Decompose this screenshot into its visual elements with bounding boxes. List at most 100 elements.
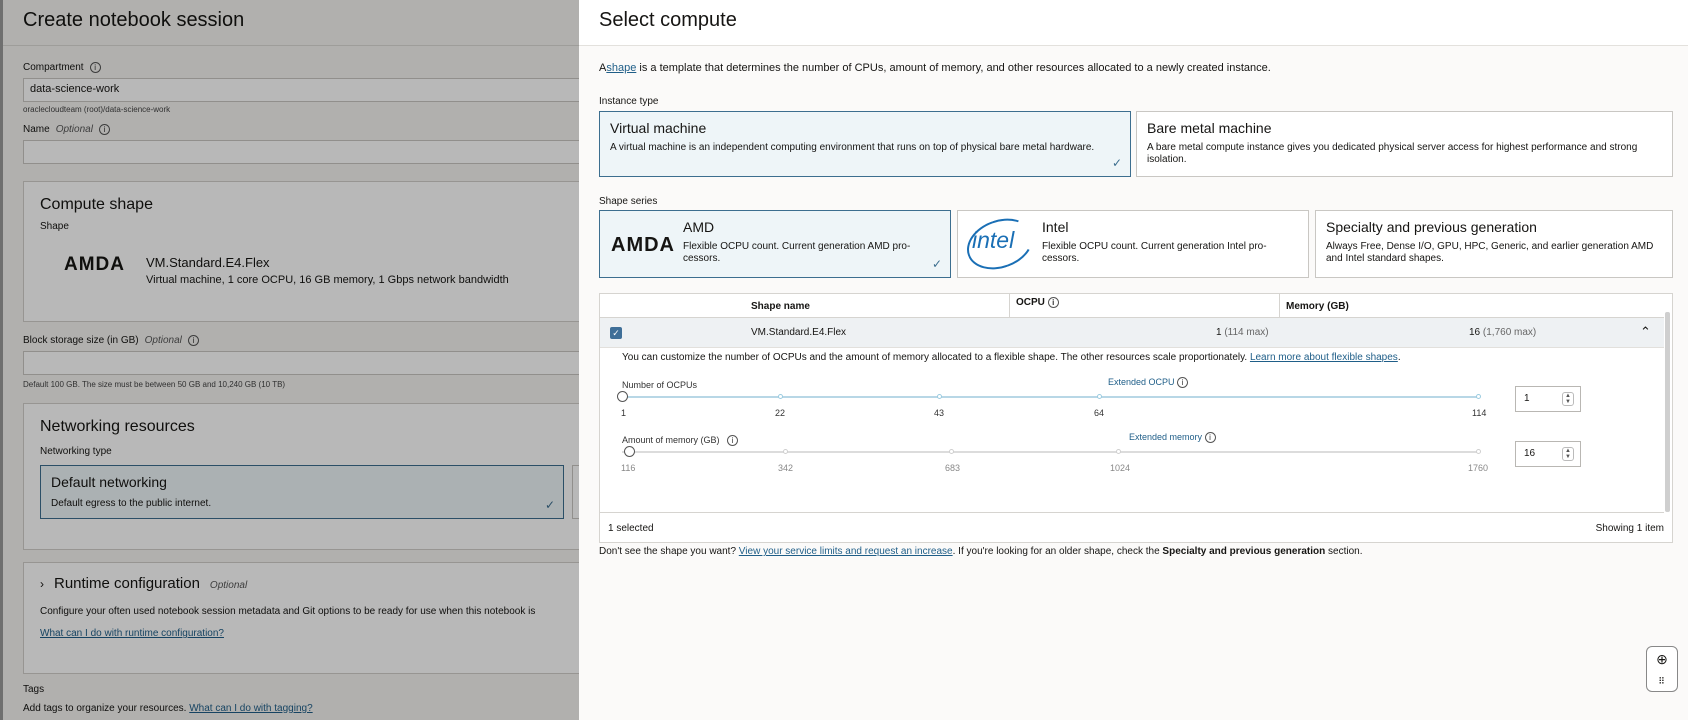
slider-tick — [1476, 449, 1481, 454]
flexible-shapes-link[interactable]: Learn more about flexible shapes — [1249, 352, 1398, 363]
ocpu-tick-label: 114 — [1472, 408, 1487, 418]
amd-series-option[interactable]: AMDA AMD Flexible OCPU count. Current ge… — [599, 210, 951, 278]
table-row[interactable]: ✓ VM.Standard.E4.Flex 1 (114 max) 16 (1,… — [600, 318, 1664, 348]
slider-tick — [1116, 449, 1121, 454]
amd-logo: AMDA — [64, 254, 125, 275]
col-shape-name[interactable]: Shape name — [600, 294, 1010, 318]
info-icon[interactable]: i — [727, 435, 739, 446]
block-storage-input[interactable] — [23, 351, 579, 375]
info-icon[interactable]: i — [1204, 432, 1216, 443]
stepper-icon[interactable]: ▲▼ — [1562, 392, 1574, 406]
select-compute-drawer: Select compute Ashape is a template that… — [579, 0, 1688, 720]
virtual-machine-option[interactable]: Virtual machine A virtual machine is an … — [599, 111, 1131, 177]
ocpu-tick-label: 1 — [621, 408, 627, 418]
compute-shape-card: Compute shape Shape AMDA VM.Standard.E4.… — [23, 181, 579, 322]
memory-slider-label: Amount of memory (GB) i — [622, 435, 739, 446]
memory-slider-track[interactable] — [622, 451, 1480, 453]
drawer-header: Select compute — [579, 0, 1688, 46]
memory-tick-label: 116 — [621, 463, 636, 473]
help-widget[interactable]: ⊕ ⠿ — [1646, 646, 1678, 692]
shape-label: Shape — [40, 221, 69, 232]
modal-overlay[interactable] — [0, 0, 579, 720]
specialty-series-option[interactable]: Specialty and previous generation Always… — [1315, 210, 1673, 278]
block-storage-label: Block storage size (in GB) Optional i — [23, 335, 579, 346]
check-icon: ✓ — [931, 257, 942, 271]
panel-header: Create notebook session — [3, 0, 579, 46]
info-icon[interactable]: i — [98, 124, 110, 135]
slider-tick — [1476, 394, 1481, 399]
intel-series-option[interactable]: intel Intel Flexible OCPU count. Current… — [957, 209, 1309, 279]
check-icon: ✓ — [544, 498, 555, 512]
instance-type-label: Instance type — [599, 96, 659, 107]
ocpu-tick-label: 22 — [775, 408, 786, 418]
table-scrollbar[interactable] — [1665, 312, 1670, 512]
shape-description: Virtual machine, 1 core OCPU, 16 GB memo… — [146, 274, 509, 286]
ocpu-slider-track[interactable] — [622, 396, 1480, 398]
tags-description: Add tags to organize your resources. — [23, 703, 187, 714]
amd-logo: AMDA — [611, 234, 675, 256]
compartment-label: Compartment i — [23, 62, 579, 73]
service-limits-note: Don't see the shape you want? View your … — [599, 546, 1363, 557]
table-footer: 1 selected Showing 1 item — [600, 512, 1664, 542]
row-memory: 16 (1,760 max) — [1469, 327, 1537, 338]
drawer-title: Select compute — [599, 9, 737, 31]
ocpu-slider-thumb[interactable] — [617, 391, 628, 402]
row-ocpu: 1 (114 max) — [1216, 327, 1269, 338]
ocpu-tick-label: 43 — [934, 408, 945, 418]
runtime-help-link[interactable]: What can I do with runtime configuration… — [40, 628, 224, 639]
memory-tick-label: 683 — [945, 463, 961, 473]
col-ocpu[interactable]: OCPU i — [1010, 294, 1280, 318]
default-networking-option[interactable]: Default networking Default egress to the… — [40, 465, 564, 519]
shape-series-label: Shape series — [599, 196, 658, 207]
compartment-path: oraclecloudteam (root)/data-science-work — [23, 105, 171, 114]
chevron-right-icon[interactable]: › — [40, 577, 44, 591]
row-checkbox[interactable]: ✓ — [610, 327, 622, 339]
memory-slider-thumb[interactable] — [624, 446, 635, 457]
col-memory[interactable]: Memory (GB) — [1280, 294, 1664, 318]
networking-card: Networking resources Networking type Def… — [23, 403, 579, 550]
selected-count: 1 selected — [608, 523, 654, 534]
ocpu-number-input[interactable]: 1 ▲▼ — [1515, 386, 1581, 412]
service-limits-link[interactable]: View your service limits and request an … — [738, 546, 953, 557]
stepper-icon[interactable]: ▲▼ — [1562, 447, 1574, 461]
networking-type-label: Networking type — [40, 446, 112, 457]
tags-label: Tags — [23, 684, 45, 695]
chevron-up-icon[interactable]: ⌃ — [1640, 324, 1651, 339]
shape-name: VM.Standard.E4.Flex — [146, 255, 270, 270]
slider-tick — [1097, 394, 1102, 399]
memory-tick-label: 342 — [778, 463, 794, 473]
compartment-select[interactable]: data-science-work — [23, 78, 579, 102]
memory-tick-label: 1760 — [1468, 463, 1489, 473]
networking-title: Networking resources — [40, 418, 195, 435]
bare-metal-option[interactable]: Bare metal machine A bare metal compute … — [1136, 111, 1673, 177]
slider-tick — [937, 394, 942, 399]
slider-tick — [783, 449, 788, 454]
extended-memory-label: Extended memory i — [1129, 432, 1216, 443]
shape-link[interactable]: shape — [606, 62, 637, 74]
compute-shape-title: Compute shape — [40, 196, 153, 213]
memory-tick-label: 1024 — [1110, 463, 1131, 473]
intel-logo: intel — [972, 227, 1015, 253]
flex-description: You can customize the number of OCPUs an… — [622, 352, 1401, 363]
info-icon[interactable]: i — [187, 335, 199, 346]
shape-intro: Ashape is a template that determines the… — [599, 62, 1271, 74]
lifebuoy-icon: ⊕ — [1656, 651, 1668, 667]
info-icon[interactable]: i — [1177, 377, 1189, 388]
name-input[interactable] — [23, 140, 579, 164]
tags-help-link[interactable]: What can I do with tagging? — [189, 703, 313, 714]
create-notebook-panel: Create notebook session Compartment i da… — [0, 0, 579, 720]
slider-tick — [778, 394, 783, 399]
memory-number-input[interactable]: 16 ▲▼ — [1515, 441, 1581, 467]
check-icon: ✓ — [1111, 156, 1122, 170]
slider-tick — [949, 449, 954, 454]
info-icon[interactable]: i — [89, 62, 101, 73]
grid-icon: ⠿ — [1658, 676, 1666, 686]
row-shape-name: VM.Standard.E4.Flex — [751, 327, 847, 338]
info-icon[interactable]: i — [1047, 297, 1059, 308]
shape-table: Shape name OCPU i Memory (GB) ✓ VM.Stand… — [599, 293, 1673, 543]
runtime-description: Configure your often used notebook sessi… — [40, 606, 536, 617]
custom-networking-option[interactable] — [572, 465, 579, 519]
extended-ocpu-label: Extended OCPU i — [1108, 377, 1189, 388]
name-label: Name Optional i — [23, 124, 579, 135]
runtime-title[interactable]: Runtime configuration — [54, 575, 200, 592]
